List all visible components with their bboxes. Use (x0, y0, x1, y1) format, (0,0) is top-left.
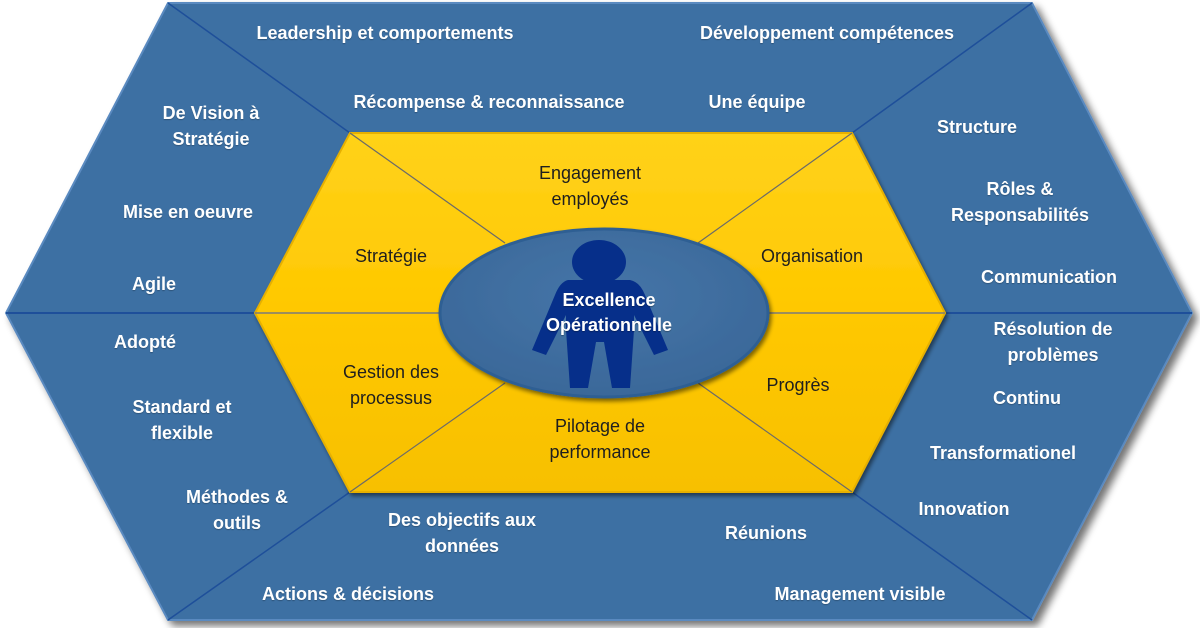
outer-left-methodes: Méthodes & outils (186, 484, 288, 536)
outer-bottom-actions-text: Actions & décisions (261, 584, 435, 604)
outer-divider-bottom-right (851, 491, 1033, 621)
core-label: Excellence Opérationnelle (546, 288, 672, 338)
inner-segment-strategie: Stratégie (355, 243, 427, 269)
outer-left-vision-line1: De Vision à (162, 103, 260, 123)
outer-right-transformationel-text: Transformationel (929, 443, 1077, 463)
outer-top-developpement: Développement compétences (700, 20, 954, 46)
outer-right-continu: Continu (993, 385, 1061, 411)
inner-segment-strategie-line1: Stratégie (354, 246, 428, 266)
inner-segment-gestion-processus: Gestion des processus (343, 359, 439, 411)
outer-top-recompense: Récompense & reconnaissance (353, 89, 624, 115)
inner-divider-top-right (697, 132, 853, 244)
inner-segment-pilotage-line2: performance (549, 442, 651, 462)
outer-left-agile-text: Agile (131, 274, 177, 294)
outer-left-standard-line1: Standard et (132, 397, 232, 417)
outer-top-developpement-text: Développement compétences (699, 23, 955, 43)
core-label-line1: Excellence (562, 290, 656, 310)
outer-left-vision-line2: Stratégie (172, 129, 250, 149)
outer-right-innovation-text: Innovation (918, 499, 1010, 519)
outer-top-recompense-text: Récompense & reconnaissance (353, 92, 625, 112)
inner-segment-gestion-line1: Gestion des (342, 362, 440, 382)
outer-top-equipe-text: Une équipe (708, 92, 806, 112)
outer-right-transformationel: Transformationel (930, 440, 1076, 466)
outer-bottom-objectifs: Des objectifs aux données (388, 507, 536, 559)
outer-right-innovation: Innovation (919, 496, 1010, 522)
outer-bottom-reunions: Réunions (725, 520, 807, 546)
outer-right-structure: Structure (937, 114, 1017, 140)
core-label-line2: Opérationnelle (545, 315, 673, 335)
outer-right-roles-line1: Rôles & (986, 179, 1054, 199)
outer-left-mise-en-oeuvre: Mise en oeuvre (123, 199, 253, 225)
inner-segment-progres-line1: Progrès (766, 375, 830, 395)
inner-segment-gestion-line2: processus (349, 388, 433, 408)
outer-right-resolution-line2: problèmes (1007, 345, 1099, 365)
outer-divider-bottom-left (167, 491, 351, 621)
inner-divider-bottom-left (349, 382, 506, 493)
outer-right-resolution: Résolution de problèmes (993, 316, 1112, 368)
outer-right-roles-line2: Responsabilités (950, 205, 1090, 225)
outer-bottom-objectifs-line1: Des objectifs aux (387, 510, 537, 530)
inner-segment-pilotage-performance: Pilotage de performance (549, 413, 650, 465)
inner-segment-engagement-line1: Engagement (538, 163, 642, 183)
outer-left-methodes-line2: outils (212, 513, 261, 533)
outer-left-adopte-text: Adopté (114, 332, 176, 352)
outer-bottom-management: Management visible (774, 581, 945, 607)
outer-right-structure-text: Structure (936, 117, 1018, 137)
inner-segment-engagement-line2: employés (551, 189, 629, 209)
outer-top-equipe: Une équipe (708, 89, 805, 115)
inner-segment-progres: Progrès (766, 372, 829, 398)
outer-right-continu-text: Continu (993, 388, 1061, 408)
outer-right-communication-text: Communication (980, 267, 1118, 287)
outer-right-resolution-line1: Résolution de (993, 319, 1113, 339)
outer-left-vision: De Vision à Stratégie (163, 100, 260, 152)
inner-segment-organisation-line1: Organisation (760, 246, 864, 266)
outer-bottom-management-text: Management visible (774, 584, 946, 604)
inner-segment-pilotage-line1: Pilotage de (554, 416, 646, 436)
outer-left-standard: Standard et flexible (132, 394, 231, 446)
outer-right-communication: Communication (981, 264, 1117, 290)
outer-right-roles: Rôles & Responsabilités (951, 176, 1089, 228)
person-icon (532, 240, 668, 388)
outer-divider-top-right (851, 2, 1033, 134)
outer-top-leadership: Leadership et comportements (256, 20, 513, 46)
inner-segment-engagement: Engagement employés (539, 160, 641, 212)
outer-left-standard-line2: flexible (150, 423, 214, 443)
outer-left-methodes-line1: Méthodes & (185, 487, 289, 507)
outer-left-mise-en-oeuvre-text: Mise en oeuvre (122, 202, 254, 222)
inner-divider-top-left (349, 132, 506, 244)
outer-bottom-reunions-text: Réunions (724, 523, 808, 543)
inner-divider-bottom-right (697, 382, 853, 493)
outer-bottom-actions: Actions & décisions (262, 581, 434, 607)
outer-left-agile: Agile (132, 271, 176, 297)
outer-divider-top-left (167, 2, 351, 134)
outer-left-adopte: Adopté (114, 329, 176, 355)
outer-bottom-objectifs-line2: données (424, 536, 499, 556)
inner-segment-organisation: Organisation (761, 243, 863, 269)
outer-top-leadership-text: Leadership et comportements (256, 23, 514, 43)
